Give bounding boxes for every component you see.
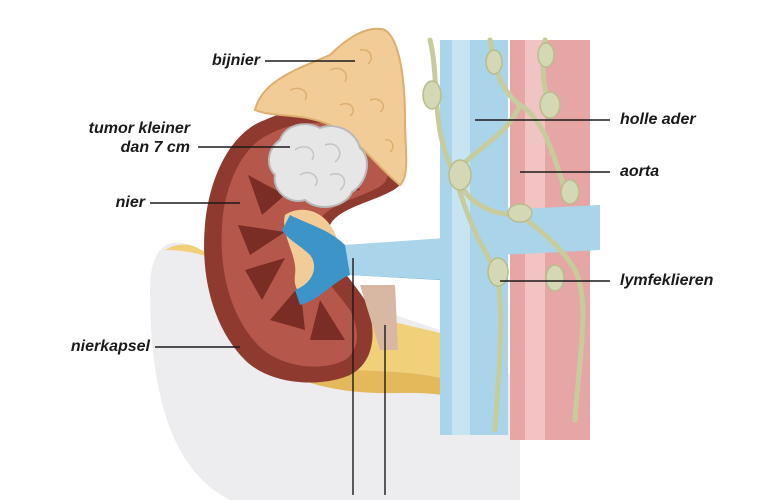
label-nier: nier <box>115 194 145 211</box>
label-tumor-line2: dan 7 cm <box>120 139 190 156</box>
label-aorta: aorta <box>620 163 660 180</box>
label-nierkapsel: nierkapsel <box>70 338 150 355</box>
label-tumor-line1: tumor kleiner <box>88 120 190 137</box>
vena-cava-highlight <box>452 40 470 435</box>
lymph-nodes <box>422 42 580 292</box>
leader-lines <box>150 60 610 495</box>
label-holle-ader: holle ader <box>620 111 696 128</box>
renal-vein-join <box>345 238 445 280</box>
adrenal-texture <box>289 49 394 153</box>
ureter <box>360 285 398 350</box>
tumor-texture <box>294 143 346 191</box>
label-lymfeklieren: lymfeklieren <box>620 272 714 289</box>
fat-layer-lower <box>240 330 490 410</box>
label-bijnier: bijnier <box>211 52 260 69</box>
